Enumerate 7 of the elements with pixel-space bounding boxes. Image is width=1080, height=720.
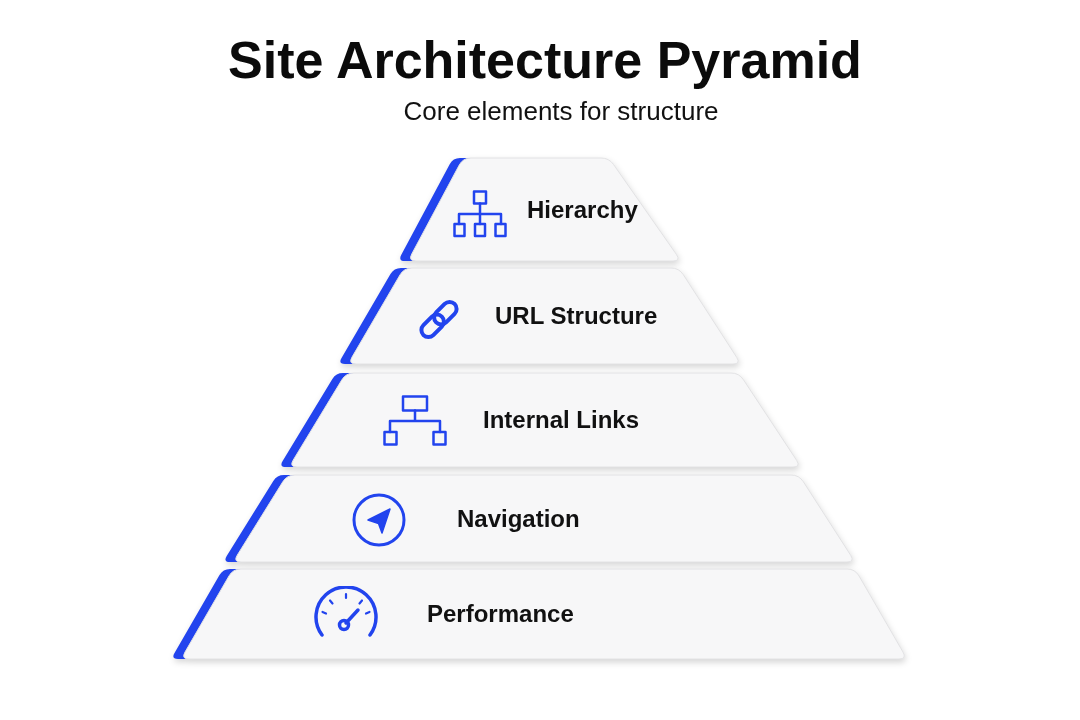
layer-label: Internal Links — [483, 406, 640, 434]
layer-label: Navigation — [457, 504, 580, 533]
layer-label: URL Structure — [495, 302, 658, 330]
layer-label: Performance — [427, 600, 574, 628]
subtitle: Core elements for structure — [403, 95, 719, 127]
layer-label: Hierarchy — [527, 195, 638, 224]
title: Site Architecture Pyramid — [228, 30, 862, 90]
